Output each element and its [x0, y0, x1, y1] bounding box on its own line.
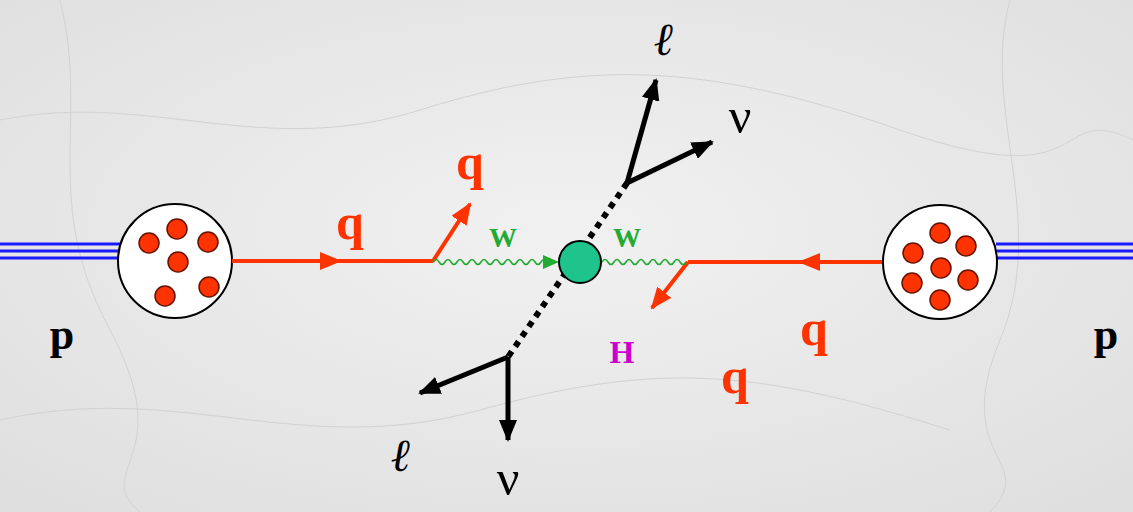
vertex-blob: [559, 241, 601, 283]
boson-label: W: [489, 224, 517, 252]
parton-dots: [139, 219, 219, 306]
neutrino-label: ν: [497, 453, 520, 503]
proton-circle: [118, 204, 232, 318]
quark-label: q: [336, 197, 364, 247]
quark-label: q: [721, 351, 749, 401]
lepton-label: ℓ: [390, 433, 409, 479]
neutrino-label: ν: [729, 91, 752, 141]
higgs-label: H: [610, 336, 635, 368]
quark-label: q: [456, 137, 484, 187]
parton-dots: [902, 223, 978, 310]
lepton-label: ℓ: [653, 17, 672, 63]
quark-label: q: [800, 303, 828, 353]
higgs-line: [508, 183, 627, 357]
proton-label: p: [50, 313, 74, 357]
proton-circle: [883, 205, 997, 319]
proton-label: p: [1094, 313, 1118, 357]
w-arrowhead: [543, 255, 559, 269]
quark-line: [232, 204, 882, 308]
boson-label: W: [613, 224, 641, 252]
decay-arrow: [420, 80, 712, 440]
